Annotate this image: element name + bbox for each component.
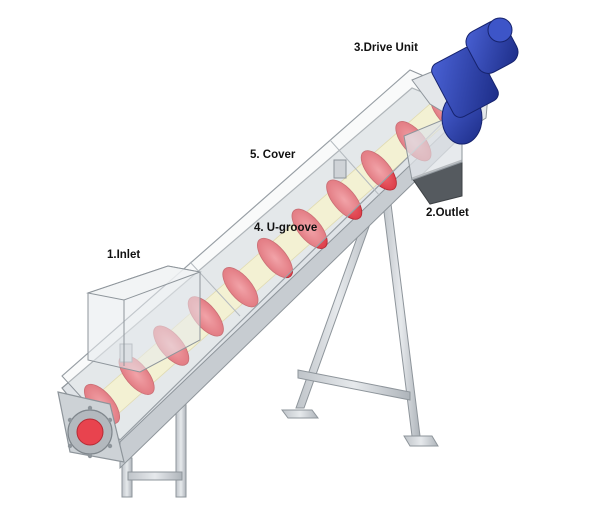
spiral-flight: [326, 179, 363, 220]
label-u-groove: 4. U-groove: [254, 222, 318, 234]
support-frame: [121, 195, 439, 498]
spiral-flight: [222, 267, 259, 308]
label-cover: 5. Cover: [250, 149, 296, 161]
spiral-flight: [257, 237, 293, 279]
bolted-flange: [57, 391, 125, 463]
spiral-flight: [291, 208, 328, 249]
label-drive-unit: 3.Drive Unit: [354, 42, 418, 54]
inlet-hopper: [86, 265, 202, 373]
label-inlet: 1.Inlet: [107, 249, 141, 261]
label-outlet: 2.Outlet: [426, 207, 469, 219]
spiral-flight: [360, 150, 397, 191]
drive-motor: [411, 17, 519, 145]
